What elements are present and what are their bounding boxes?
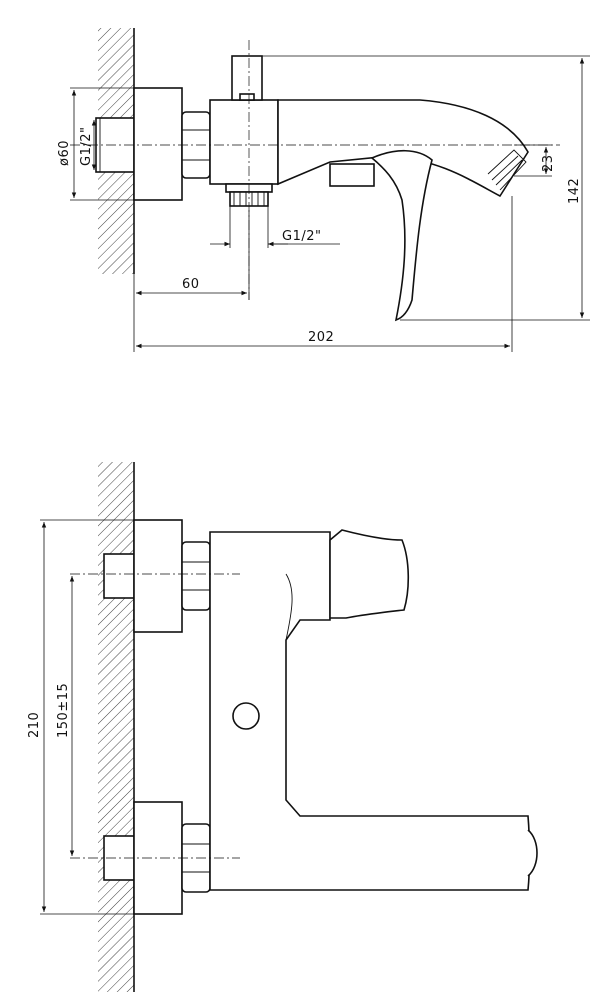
offset-dimension: 60 [182, 277, 200, 292]
total-length-dimension: 202 [308, 330, 334, 345]
handle-base-top [329, 163, 375, 187]
outlet-thread-dimension: G1/2" [282, 229, 321, 244]
lever-handle-top [370, 149, 433, 322]
diverter-hole [232, 702, 260, 730]
escutcheon-flange-top [133, 87, 183, 201]
wall-socket-upper [103, 553, 135, 599]
inlet-spacing-dimension: 150±15 [56, 683, 71, 738]
inlet-thread-dimension: G1/2" [79, 127, 94, 166]
lever-handle-plan [329, 529, 410, 619]
aerator [487, 149, 527, 191]
diameter-dimension: ø60 [57, 140, 72, 166]
escutcheon-flange-upper [133, 519, 183, 633]
plan-view: 210 150±15 [27, 462, 538, 992]
spout-height-dimension: 23 [541, 154, 556, 172]
spout-end-plan [527, 829, 538, 877]
side-view: ø60 G1/2" G1/2" 23 142 60 202 [57, 28, 590, 352]
wall-hatch-bottom [98, 462, 134, 992]
total-height-dimension: 142 [567, 178, 582, 204]
connection-nut-upper [181, 541, 211, 611]
total-height-plan-dimension: 210 [27, 712, 42, 738]
diverter-knob [231, 55, 263, 101]
mixer-body-top [209, 99, 279, 185]
